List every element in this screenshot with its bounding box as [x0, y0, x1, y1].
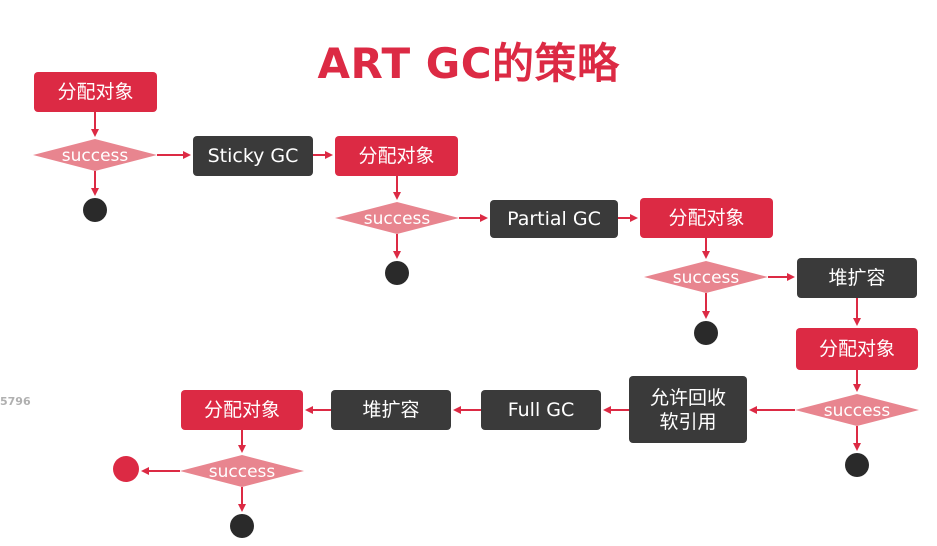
- end-dot-2: [385, 261, 409, 285]
- margin-number: 5796: [0, 395, 31, 408]
- success-label-1: success: [62, 146, 129, 166]
- end-dot-1: [83, 198, 107, 222]
- success-label-3: success: [673, 268, 740, 288]
- success-diamond-4: [795, 394, 919, 426]
- success-label-5: success: [209, 462, 276, 482]
- diagram-title: ART GC的策略: [317, 39, 620, 88]
- allow-soft-ref-step: 允许回收 软引用: [629, 376, 747, 443]
- heap-expand-step-2: 堆扩容: [331, 390, 451, 430]
- success-diamond-5: [180, 455, 304, 487]
- success-label-4: success: [824, 401, 891, 421]
- partial-gc-step: Partial GC: [490, 200, 618, 238]
- allocate-object-4: 分配对象: [796, 328, 918, 370]
- end-dot-3: [694, 321, 718, 345]
- success-diamond-2: [335, 202, 459, 234]
- end-points: [83, 198, 869, 538]
- allocate-object-3: 分配对象: [640, 198, 773, 238]
- success-decisions: success success success success success: [33, 139, 919, 487]
- allocate-object-1: 分配对象: [34, 72, 157, 112]
- full-gc-step: Full GC: [481, 390, 601, 430]
- heap-expand-step-1: 堆扩容: [797, 258, 917, 298]
- allocate-object-2: 分配对象: [335, 136, 458, 176]
- success-diamond-3: [644, 261, 768, 293]
- final-end-dot: [113, 456, 139, 482]
- end-dot-4: [845, 453, 869, 477]
- success-diamond-1: [33, 139, 157, 171]
- sticky-gc-step: Sticky GC: [193, 136, 313, 176]
- end-dot-5: [230, 514, 254, 538]
- flow-arrows: [91, 112, 861, 512]
- success-label-2: success: [364, 209, 431, 229]
- allocate-object-5: 分配对象: [181, 390, 303, 430]
